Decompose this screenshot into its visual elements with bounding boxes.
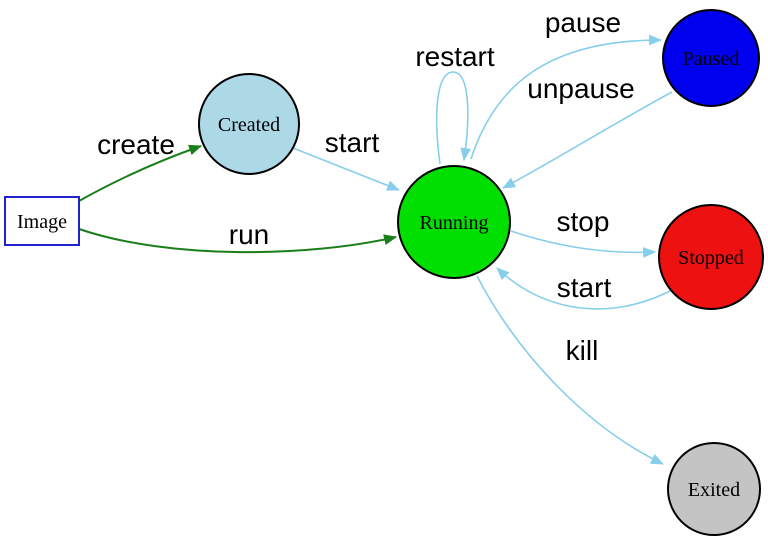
node-stopped: Stopped: [658, 204, 764, 310]
node-running: Running: [397, 165, 511, 279]
edge-start-stopped: [496, 267, 673, 310]
node-shape-paused: [662, 9, 760, 107]
edge-label-run: run: [229, 219, 269, 250]
edge-label-start-created: start: [325, 127, 380, 158]
edge-label-create: create: [97, 129, 175, 160]
edge-label-restart: restart: [415, 41, 495, 72]
node-label-stopped: Stopped: [678, 247, 744, 269]
edge-labels-layer: create run start restart pause unpause stop sta…: [97, 7, 635, 366]
edge-restart: [435, 71, 472, 165]
node-label-created: Created: [218, 114, 280, 136]
node-created: Created: [198, 73, 300, 175]
edge-pause: [470, 34, 663, 160]
node-label-running: Running: [420, 212, 489, 234]
node-shape-stopped: [658, 204, 764, 310]
node-shape-image: [4, 196, 80, 246]
node-paused: Paused: [662, 9, 760, 107]
node-label-paused: Paused: [683, 48, 740, 70]
node-exited: Exited: [667, 442, 761, 536]
edge-run: [78, 228, 398, 254]
node-shape-created: [198, 73, 300, 175]
node-shape-running: [397, 165, 511, 279]
edge-stop: [510, 230, 657, 258]
edge-label-unpause: unpause: [527, 73, 634, 104]
edge-unpause: [502, 91, 673, 189]
edge-label-pause: pause: [545, 7, 621, 38]
edges-layer: [78, 34, 673, 465]
node-shape-exited: [667, 442, 761, 536]
node-image: Image: [4, 196, 80, 246]
node-label-image: Image: [17, 211, 67, 233]
edge-create: [78, 144, 203, 202]
edge-kill: [476, 275, 664, 465]
edge-label-stop: stop: [557, 206, 610, 237]
edge-label-kill: kill: [566, 335, 599, 366]
edge-label-start-stopped: start: [557, 272, 612, 303]
node-label-exited: Exited: [688, 479, 740, 501]
edge-start-created: [292, 147, 401, 191]
